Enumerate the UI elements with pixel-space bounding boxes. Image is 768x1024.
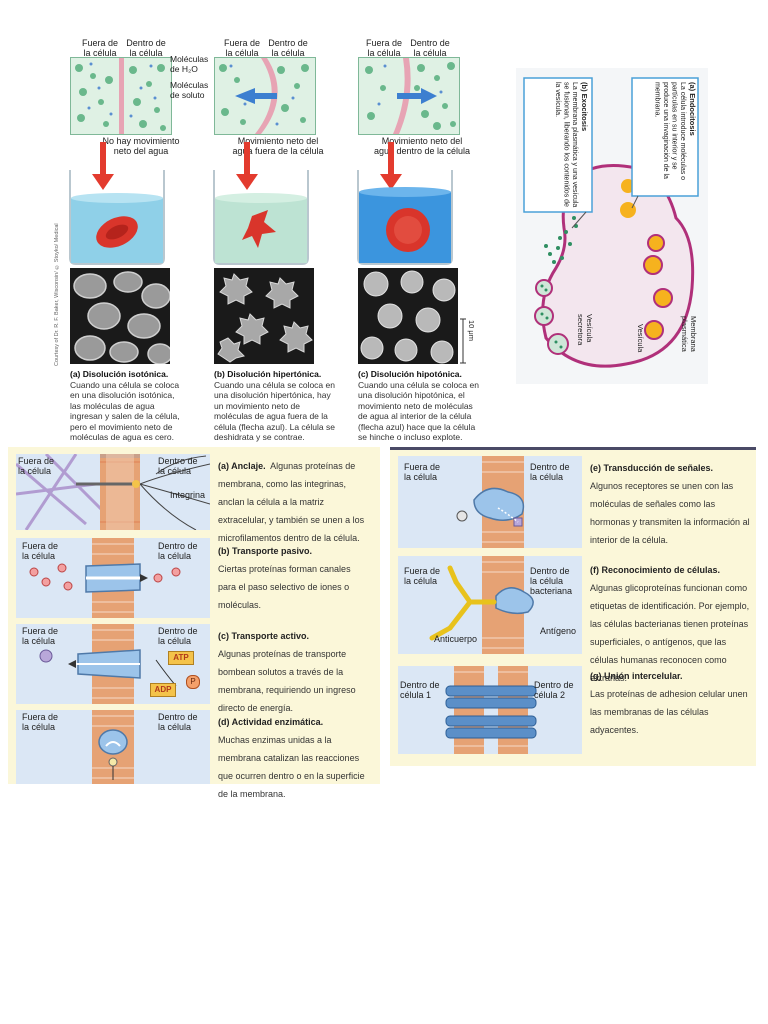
label-outside: Fuera de la célula [22, 626, 59, 646]
title-active-transport: (c) Transporte activo. [218, 631, 310, 641]
caption-c: (c) Disolución hipotónica. Cuando una cé… [358, 369, 484, 443]
label-inside: Dentro de la célula [158, 626, 198, 646]
label-inside: Dentro de la célula [410, 38, 450, 58]
legend-water: Moléculas de H₂O [170, 54, 209, 74]
label-outside: Fuera de la célula [365, 38, 403, 58]
beaker-c [350, 140, 460, 265]
label-outside: Fuera de la célula [22, 712, 59, 732]
arrow-text-a: No hay movimiento neto del agua [102, 136, 180, 156]
title-signal-transduction: (e) Transducción de señales. [590, 463, 714, 473]
label-outside: Fuera de la célula [223, 38, 261, 58]
label-membrane: Membrana plasmática [680, 316, 698, 352]
diagram-intercellular-junction [398, 666, 582, 754]
text-cell-recognition: (f) Reconocimiento de células. Algunas g… [590, 560, 750, 686]
title-cell-recognition: (f) Reconocimiento de células. [590, 565, 721, 575]
atp-badge: ATP [168, 651, 194, 665]
diagram-anchoring [16, 454, 210, 530]
desc-signal-transduction: Algunos receptores se unen con las moléc… [590, 481, 750, 545]
diagram-active-transport [16, 624, 210, 704]
text-active-transport: (c) Transporte activo. Algunas proteínas… [218, 626, 370, 716]
label-outside: Fuera de la célula [22, 541, 59, 561]
exocytosis-title: (b) Exocitosis [580, 82, 589, 132]
desc-cell-recognition: Algunas glicoproteínas funcionan como et… [590, 583, 750, 683]
scale-bar [460, 318, 474, 364]
endocytosis-text: La célula introduce moléculas o partícul… [653, 82, 687, 181]
title-anchoring: (a) Anclaje. [218, 461, 266, 471]
legend-solute: Moléculas de soluto [170, 80, 209, 100]
label-inside: Dentro de la célula [158, 541, 198, 561]
label-inside: Dentro de la célula [268, 38, 308, 58]
text-intercellular-junction: (g) Unión intercelular. Las proteínas de… [590, 666, 750, 738]
label-inside: Dentro de la célula [158, 456, 198, 476]
scale-label: 10 μm [467, 320, 476, 341]
text-enzymatic-activity: (d) Actividad enzimática. Muchas enzimas… [218, 712, 374, 802]
title-intercellular-junction: (g) Unión intercelular. [590, 671, 683, 681]
micrograph-isotonic [70, 268, 170, 364]
text-signal-transduction: (e) Transducción de señales. Algunos rec… [590, 458, 750, 548]
arrow-text-b: Movimiento neto del agua fuera de la cél… [232, 136, 324, 156]
label-inside: Dentro de la célula [530, 462, 570, 482]
beaker-a [62, 140, 172, 265]
caption-text-a: Cuando una célula se coloca en una disol… [70, 379, 180, 443]
label-outside: Fuera de la célula [404, 566, 441, 586]
caption-text-b: Cuando una célula se coloca en una disol… [214, 379, 335, 443]
label-vesicle: Vesícula [636, 324, 645, 353]
arrow-text-c: Movimiento neto del agua dentro de la cé… [373, 136, 471, 156]
label-inside: Dentro de la célula bacteriana [530, 566, 573, 596]
red-arrow [100, 142, 106, 174]
caption-title-b: (b) Disolución hipertónica. [214, 369, 322, 379]
label-antibody: Anticuerpo [434, 634, 478, 644]
micrograph-hypertonic [214, 268, 314, 364]
solution-box-b [214, 57, 316, 135]
solution-box-c [358, 57, 460, 135]
text-anchoring: (a) Anclaje. Algunas proteínas de membra… [218, 456, 374, 546]
adp-badge: ADP [150, 683, 176, 697]
endocytosis-title: (a) Endocitosis [688, 82, 697, 136]
beaker-b [206, 140, 316, 265]
label-secretory-vesicle: Vesícula secretora [576, 314, 594, 346]
caption-b: (b) Disolución hipertónica. Cuando una c… [214, 369, 340, 443]
text-passive-transport: (b) Transporte pasivo. Ciertas proteínas… [218, 541, 368, 613]
caption-a: (a) Disolución isotónica. Cuando una cél… [70, 369, 182, 443]
exocytosis-text: La membrana plasmática y una vesícula se… [554, 82, 578, 208]
label-outside: Fuera de la célula [404, 462, 441, 482]
label-outside: Fuera de la célula [81, 38, 119, 58]
phosphate-icon: P [186, 675, 200, 689]
caption-title-c: (c) Disolución hipotónica. [358, 369, 462, 379]
diagram-enzymatic-activity [16, 710, 210, 784]
label-integrin: Integrina [170, 490, 206, 500]
title-enzymatic-activity: (d) Actividad enzimática. [218, 717, 324, 727]
photo-credit: Courtesy of Dr. R. F. Baker, Wisconsin/ … [54, 223, 60, 366]
label-outside: Fuera de la célula [18, 456, 55, 476]
label-cell-1: Dentro de célula 1 [400, 680, 440, 700]
label-inside: Dentro de la célula [126, 38, 166, 58]
desc-passive-transport: Ciertas proteínas forman canales para el… [218, 564, 351, 610]
label-inside: Dentro de la célula [158, 712, 198, 732]
endo-exocytosis-figure: (a) Endocitosis La célula introduce molé… [516, 68, 708, 384]
title-passive-transport: (b) Transporte pasivo. [218, 546, 313, 556]
solution-box-a [70, 57, 172, 135]
diagram-signal-transduction [398, 456, 582, 548]
diagram-passive-transport [16, 538, 210, 618]
diagram-cell-recognition [398, 556, 582, 654]
desc-active-transport: Algunas proteínas de transporte bombean … [218, 649, 356, 713]
desc-enzymatic-activity: Muchas enzimas unidas a la membrana cata… [218, 735, 365, 799]
caption-text-c: Cuando una célula se coloca en una disol… [358, 379, 479, 443]
micrograph-hypotonic [358, 268, 458, 364]
desc-intercellular-junction: Las proteínas de adhesion celular unen l… [590, 689, 748, 735]
desc-anchoring: Algunas proteínas de membrana, como las … [218, 461, 365, 543]
label-antigen: Antígeno [540, 626, 577, 636]
caption-title-a: (a) Disolución isotónica. [70, 369, 169, 379]
label-cell-2: Dentro de célula 2 [534, 680, 574, 700]
